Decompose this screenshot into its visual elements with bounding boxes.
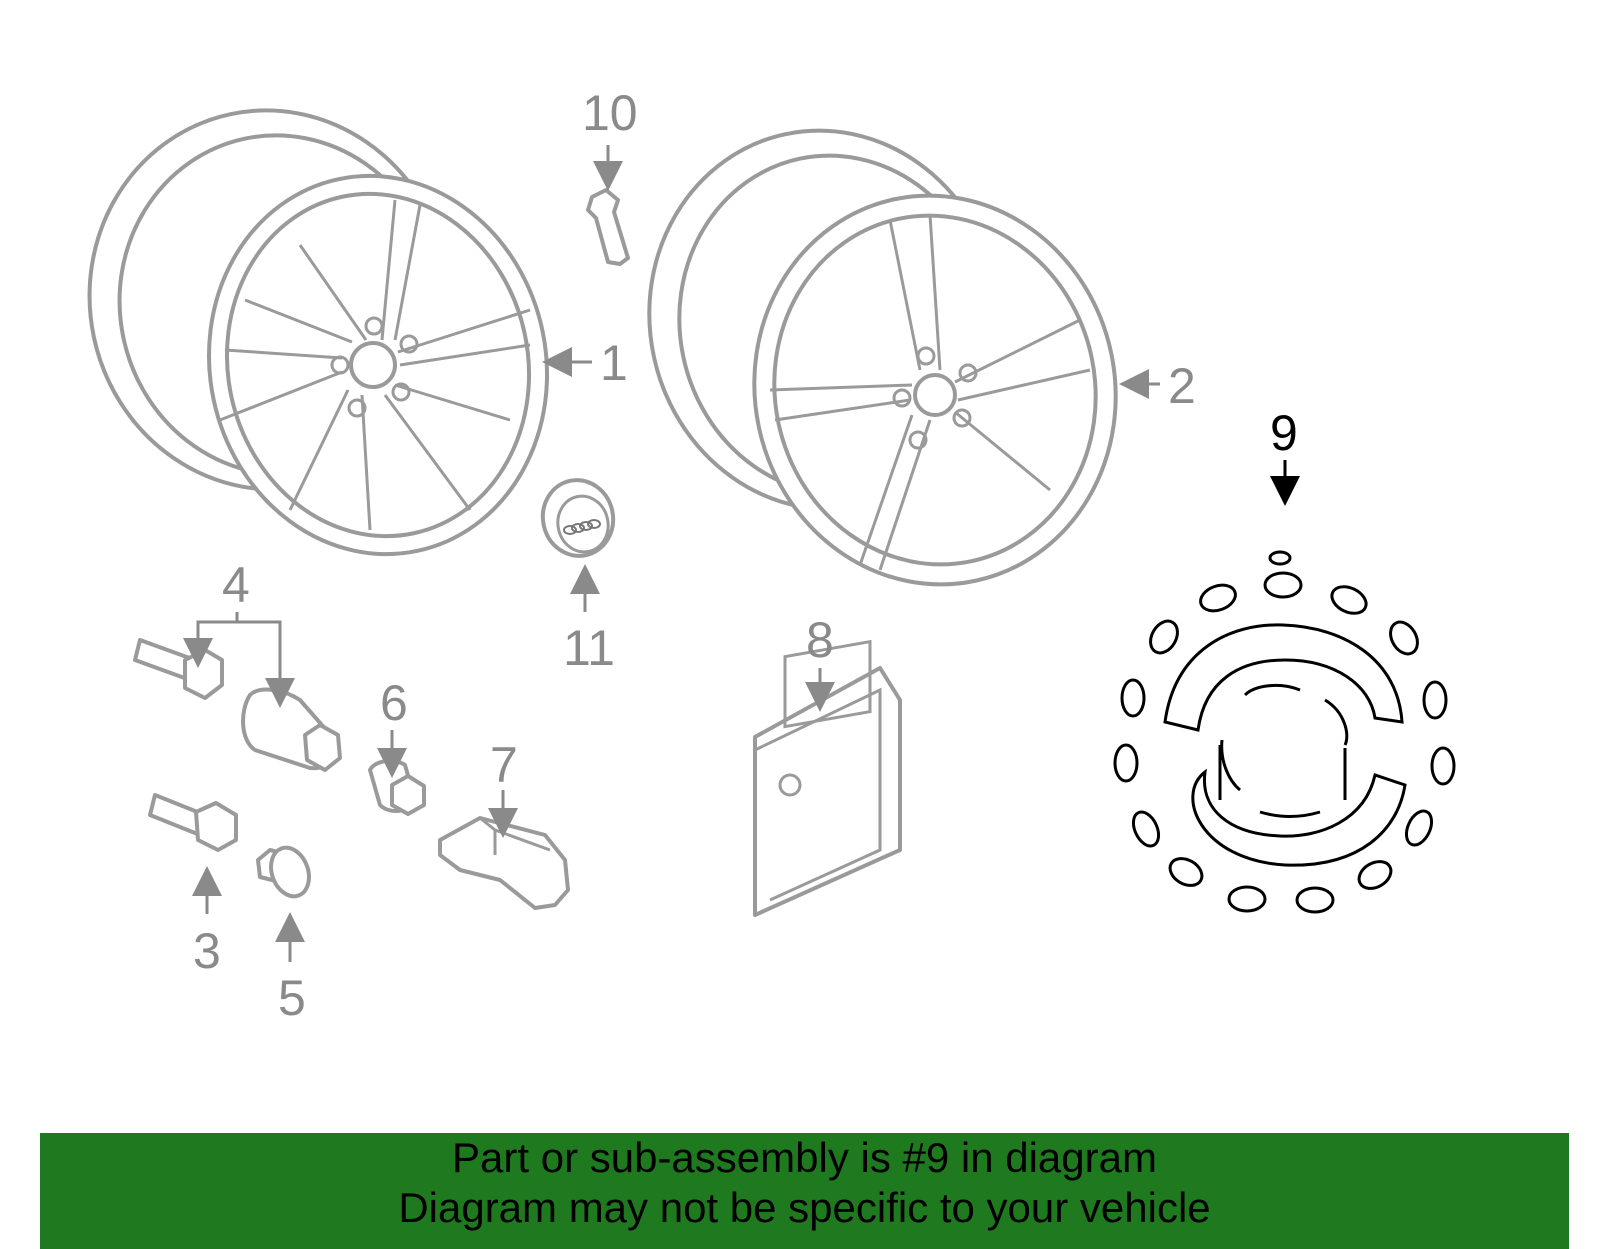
label-11: 11: [563, 620, 615, 676]
lock-bolt-4: [133, 638, 342, 772]
label-1: 1: [600, 335, 628, 391]
instruction-kit-8: [753, 639, 902, 917]
label-6: 6: [380, 675, 408, 731]
label-10: 10: [582, 85, 638, 141]
banner-line-1: Part or sub-assembly is #9 in diagram: [452, 1134, 1157, 1181]
label-4: 4: [222, 557, 250, 613]
label-2: 2: [1168, 358, 1196, 414]
center-cap-11: [540, 478, 616, 558]
lock-nut-6: [368, 758, 426, 816]
label-7: 7: [490, 737, 518, 793]
label-8: 8: [806, 612, 834, 668]
label-9: 9: [1270, 405, 1298, 461]
wheel-weight-set-9: [1113, 550, 1456, 914]
info-banner: Part or sub-assembly is #9 in diagram Di…: [40, 1133, 1569, 1249]
wheel-bolt-3: [148, 793, 238, 852]
valve-stem-10: [586, 188, 630, 266]
wheel-2: [647, 128, 1118, 587]
label-5: 5: [278, 970, 306, 1026]
banner-line-2: Diagram may not be specific to your vehi…: [398, 1184, 1211, 1231]
callout-labels: 1 2 3 4 5 6 7 8 9 10 11: [193, 85, 1298, 1026]
callout-arrows: [183, 145, 1300, 962]
label-3: 3: [193, 923, 221, 979]
wheel-1: [87, 108, 550, 557]
bolt-cap-5: [256, 845, 311, 899]
